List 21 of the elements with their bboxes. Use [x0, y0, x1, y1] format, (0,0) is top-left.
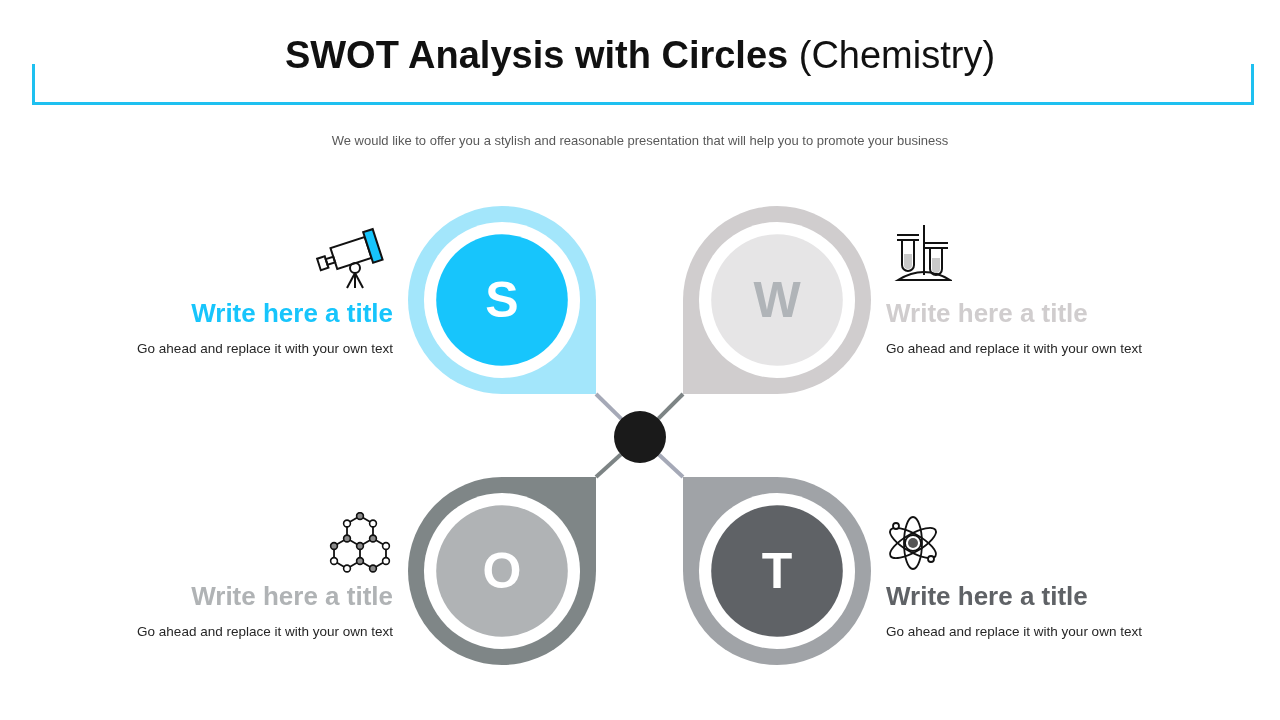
connector-line — [594, 453, 623, 479]
teardrop-petal — [683, 477, 871, 665]
point-title: Write here a title — [191, 581, 393, 612]
point-text: Go ahead and replace it with your own text — [137, 341, 393, 357]
slide-title: SWOT Analysis with Circles (Chemistry) — [284, 33, 996, 78]
point-text: Go ahead and replace it with your own text — [886, 341, 1142, 357]
point-title: Write here a title — [886, 581, 1088, 612]
point-title: Write here a title — [191, 298, 393, 329]
teardrop-petal — [408, 206, 596, 394]
point-text: Go ahead and replace it with your own text — [886, 624, 1142, 640]
connector-line — [594, 392, 623, 421]
subtitle: We would like to offer you a stylish and reasonable presentation that will help you to promote your business — [331, 133, 949, 149]
teardrop-petal — [683, 206, 871, 394]
teardrop-petal — [408, 477, 596, 665]
petal-letter: S — [485, 274, 519, 326]
point-text: Go ahead and replace it with your own text — [137, 624, 393, 640]
hub-dot — [614, 411, 666, 463]
connector-line — [656, 392, 685, 421]
petal-letter: O — [482, 545, 522, 597]
connector-line — [657, 453, 685, 479]
petal-letter: T — [761, 545, 793, 597]
